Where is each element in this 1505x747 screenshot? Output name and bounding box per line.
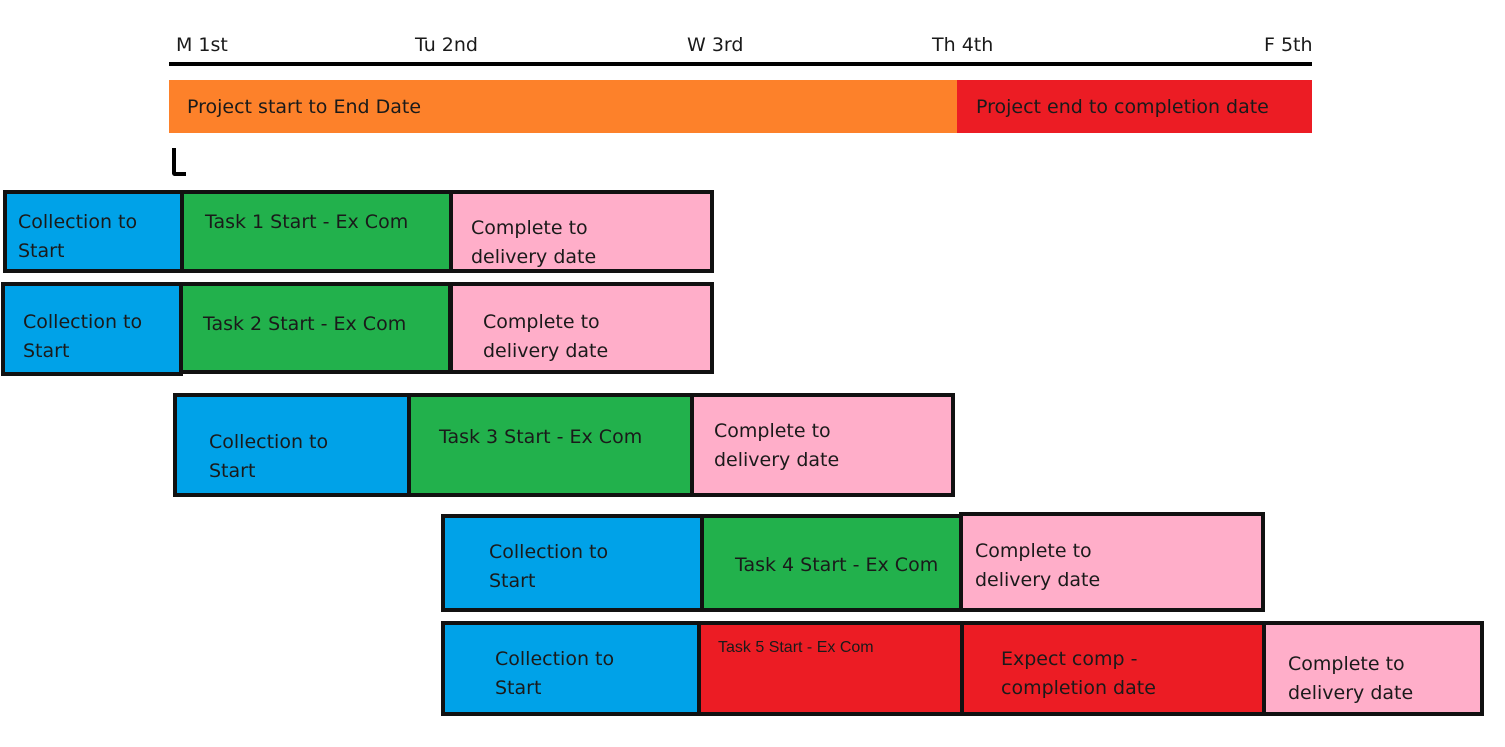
- task-3-task-label: Task 3 Start - Ex Com: [439, 426, 643, 448]
- task-4-delivery-label: Complete to delivery date: [975, 540, 1101, 591]
- task-1-task-label: Task 1 Start - Ex Com: [205, 211, 409, 233]
- task-3-collection-segment: Collection to Start: [173, 393, 411, 497]
- task-1-task-segment: Task 1 Start - Ex Com: [180, 190, 453, 273]
- project-end-to-completion-label: Project end to completion date: [976, 96, 1269, 118]
- day-label-fri: F 5th: [1264, 34, 1313, 56]
- timeline-axis: [169, 62, 1312, 66]
- project-end-to-completion-bar: Project end to completion date: [957, 80, 1312, 133]
- task-1-delivery-label: Complete to delivery date: [471, 217, 597, 268]
- project-start-to-end-label: Project start to End Date: [187, 96, 422, 118]
- project-start-to-end-bar: Project start to End Date: [169, 80, 957, 133]
- task-2-collection-label: Collection to Start: [23, 311, 143, 362]
- task-5-task-segment: Task 5 Start - Ex Com: [697, 621, 964, 716]
- task-3-task-segment: Task 3 Start - Ex Com: [407, 393, 694, 497]
- task-2-collection-segment: Collection to Start: [1, 282, 183, 376]
- task-2-task-segment: Task 2 Start - Ex Com: [179, 282, 452, 374]
- task-5-expect-completion-label: Expect comp - completion date: [1001, 648, 1156, 699]
- task-4-collection-segment: Collection to Start: [441, 514, 704, 612]
- day-label-wed: W 3rd: [687, 34, 744, 56]
- task-4-task-segment: Task 4 Start - Ex Com: [700, 514, 963, 612]
- start-marker: [172, 148, 186, 176]
- task-5-collection-label: Collection to Start: [495, 648, 615, 699]
- task-2-delivery-label: Complete to delivery date: [483, 311, 609, 362]
- task-3-delivery-label: Complete to delivery date: [714, 420, 840, 471]
- task-4-delivery-segment: Complete to delivery date: [959, 512, 1265, 612]
- task-3-delivery-segment: Complete to delivery date: [690, 393, 955, 497]
- day-label-mon: M 1st: [176, 34, 228, 56]
- task-4-collection-label: Collection to Start: [489, 541, 609, 592]
- task-5-delivery-segment: Complete to delivery date: [1262, 621, 1484, 716]
- task-1-collection-label: Collection to Start: [18, 211, 138, 262]
- task-1-delivery-segment: Complete to delivery date: [449, 190, 714, 273]
- task-3-collection-label: Collection to Start: [209, 431, 329, 482]
- task-5-expect-completion-segment: Expect comp - completion date: [960, 621, 1266, 716]
- task-2-delivery-segment: Complete to delivery date: [449, 282, 714, 374]
- day-label-tue: Tu 2nd: [415, 34, 478, 56]
- task-5-task-label: Task 5 Start - Ex Com: [718, 639, 874, 656]
- task-2-task-label: Task 2 Start - Ex Com: [203, 313, 407, 335]
- task-4-task-label: Task 4 Start - Ex Com: [735, 554, 939, 576]
- task-5-collection-segment: Collection to Start: [441, 621, 701, 716]
- task-5-delivery-label: Complete to delivery date: [1288, 653, 1414, 704]
- task-1-collection-segment: Collection to Start: [3, 190, 185, 273]
- day-label-thu: Th 4th: [932, 34, 994, 56]
